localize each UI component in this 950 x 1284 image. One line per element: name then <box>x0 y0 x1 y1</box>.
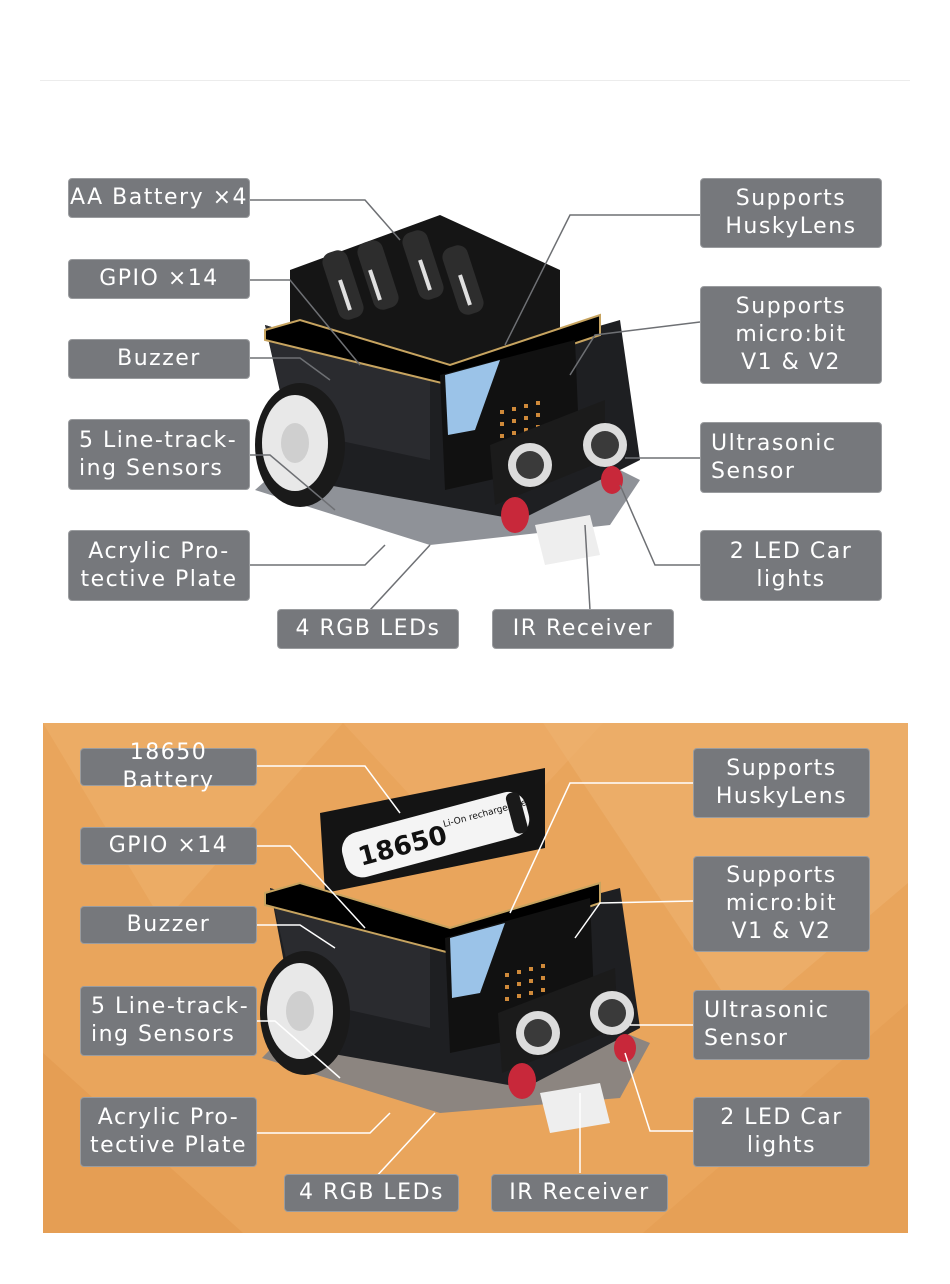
label-huskylens: Supports HuskyLens <box>700 178 882 248</box>
label-buzzer: Buzzer <box>80 906 257 944</box>
label-led-lights: 2 LED Car lights <box>700 530 882 601</box>
label-microbit: Supports micro:bit V1 & V2 <box>693 856 870 952</box>
label-line-tracking: 5 Line-track- ing Sensors <box>68 419 250 490</box>
label-ir: IR Receiver <box>491 1174 668 1212</box>
label-microbit: Supports micro:bit V1 & V2 <box>700 286 882 384</box>
label-acrylic: Acrylic Pro- tective Plate <box>68 530 250 601</box>
robot-diagram-aa-battery: AA Battery ×4 GPIO ×14 Buzzer 5 Line-tra… <box>0 160 950 660</box>
label-battery: AA Battery ×4 <box>68 178 250 218</box>
top-divider <box>40 80 910 81</box>
label-battery: 18650 Battery <box>80 740 257 793</box>
label-gpio: GPIO ×14 <box>68 259 250 299</box>
robot-diagram-18650-battery: 18650 Li-On rechargeable <box>0 723 950 1233</box>
label-ultrasonic: Ultrasonic Sensor <box>700 422 882 493</box>
label-ultrasonic: Ultrasonic Sensor <box>693 990 870 1060</box>
label-ir: IR Receiver <box>492 609 674 649</box>
label-huskylens: Supports HuskyLens <box>693 748 870 818</box>
label-acrylic: Acrylic Pro- tective Plate <box>80 1097 257 1167</box>
label-led-lights: 2 LED Car lights <box>693 1097 870 1167</box>
label-rgb: 4 RGB LEDs <box>277 609 459 649</box>
label-rgb: 4 RGB LEDs <box>284 1174 459 1212</box>
label-buzzer: Buzzer <box>68 339 250 379</box>
label-line-tracking: 5 Line-track- ing Sensors <box>80 986 257 1056</box>
label-gpio: GPIO ×14 <box>80 827 257 865</box>
